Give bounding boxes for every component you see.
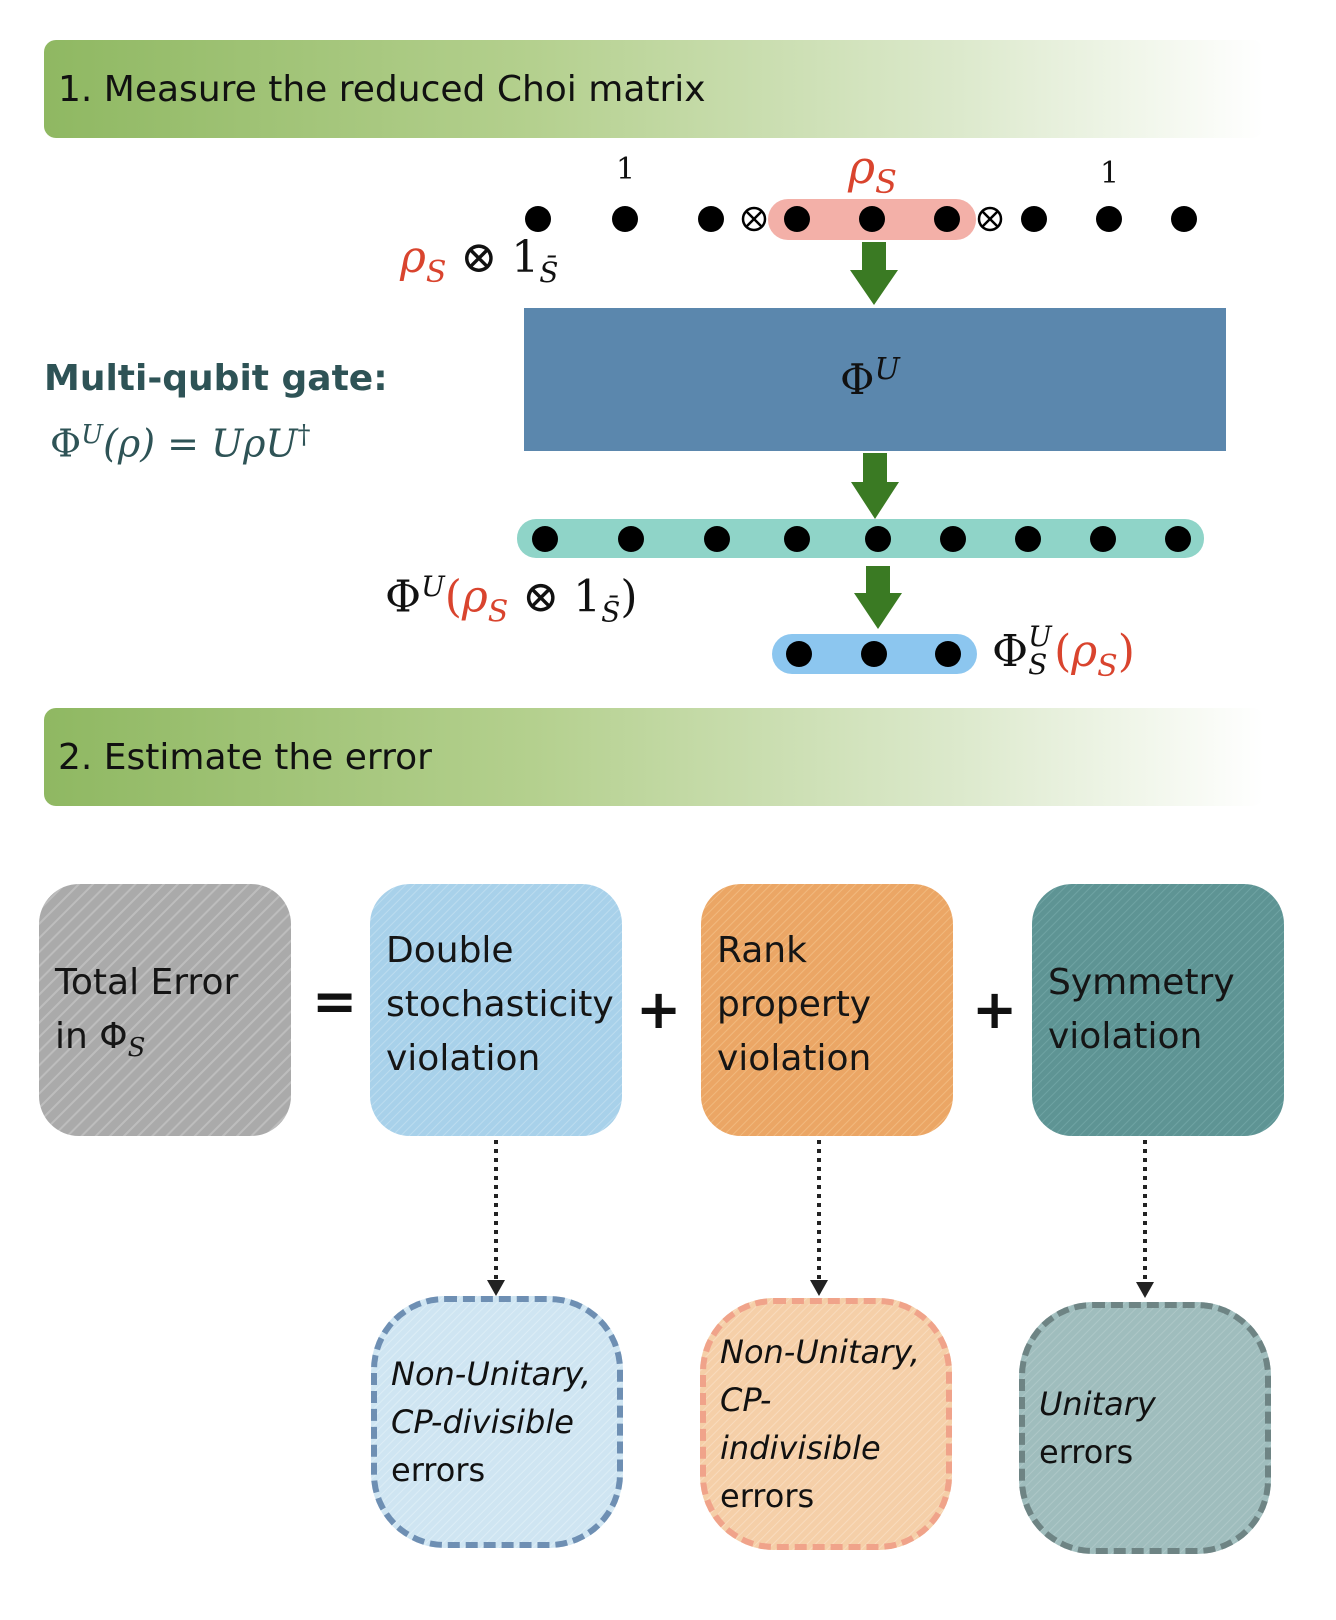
down-arrow-3: [854, 566, 902, 629]
identity-left-label: 1: [616, 152, 636, 187]
section-2-banner: 2. Estimate the error: [44, 708, 1264, 806]
qubit-row-top: [525, 206, 1197, 232]
gate-formula: ΦU(ρ) = UρU†: [50, 420, 311, 466]
gate-label: ΦU: [840, 352, 900, 404]
tensor-symbol-right: [977, 206, 1003, 232]
qubit-row-reduced: [786, 641, 961, 667]
unitary-errors-box: Unitary errors: [1019, 1302, 1271, 1554]
rank-property-box-bg: [701, 884, 953, 1136]
section-1-banner: 1. Measure the reduced Choi matrix: [44, 40, 1264, 138]
tensor-symbol-left: [741, 206, 767, 232]
cp-indivisible-errors-box: Non-Unitary, CP-indivisible errors: [700, 1298, 952, 1550]
rho-s-top-label: ρS: [848, 140, 897, 202]
connector-arrowhead-3: [1136, 1282, 1154, 1298]
total-error-box-bg: [39, 884, 291, 1136]
plus-sign-2: +: [972, 978, 1018, 1041]
double-stochasticity-box: Double stochasticity violation: [386, 930, 614, 1079]
input-state-label: ρS ⊗ 1S̄: [400, 232, 559, 290]
section-2-title: 2. Estimate the error: [58, 736, 432, 778]
connector-arrowhead-1: [487, 1280, 505, 1296]
equals-sign: =: [312, 970, 358, 1033]
gate-title: Multi-qubit gate:: [44, 358, 388, 399]
down-arrow-1: [850, 242, 898, 305]
qubit-row-output: [532, 526, 1191, 552]
symmetry-box-bg: [1032, 884, 1284, 1136]
section-1-title: 1. Measure the reduced Choi matrix: [58, 68, 706, 110]
connector-arrowhead-2: [810, 1280, 828, 1296]
plus-sign-1: +: [636, 978, 682, 1041]
rank-property-box: Rank property violation: [717, 930, 872, 1079]
symmetry-box: Symmetry violation: [1048, 962, 1235, 1057]
output-state-label: ΦU(ρS ⊗ 1S̄): [385, 570, 638, 630]
gate-box: [524, 308, 1226, 451]
cp-divisible-errors-box: Non-Unitary, CP-divisible errors: [371, 1296, 623, 1548]
down-arrow-2: [851, 453, 899, 519]
total-error-box: Total Error in ΦS: [55, 962, 239, 1064]
identity-right-label: 1: [1100, 156, 1120, 191]
double-stochasticity-box-bg: [370, 884, 622, 1136]
